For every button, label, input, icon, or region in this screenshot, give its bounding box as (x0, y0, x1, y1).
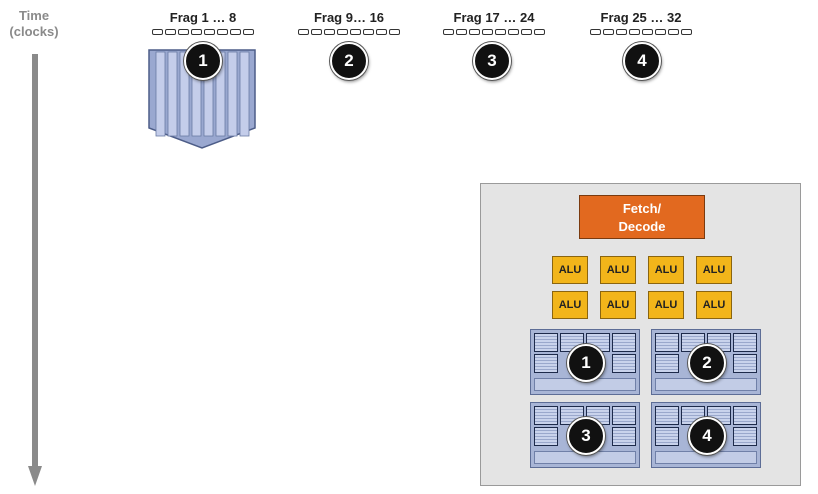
register-cell (655, 354, 679, 373)
fragment-slot (521, 29, 532, 35)
time-label-line1: Time (18, 8, 50, 23)
register-cell (733, 354, 757, 373)
frag-group-label: Frag 1 … 8 (169, 10, 237, 25)
fragment-slot (389, 29, 400, 35)
fragment-slots (290, 29, 408, 35)
fetch-decode-line2: Decode (618, 219, 666, 234)
alu-unit: ALU (696, 291, 732, 319)
core-diagram: Fetch/ Decode ALU ALU ALU ALU ALU ALU AL… (480, 183, 801, 486)
fragment-slot (642, 29, 653, 35)
context-badge-4: 4 (688, 417, 726, 455)
register-cell (612, 354, 636, 373)
register-cell (655, 427, 679, 446)
fragment-slot (655, 29, 666, 35)
frag-group-label: Frag 25 … 32 (600, 10, 682, 25)
fragment-slots (144, 29, 262, 35)
register-cell (534, 406, 558, 425)
register-cell (733, 406, 757, 425)
fragment-slot (165, 29, 176, 35)
group-badge-1: 1 (184, 42, 222, 80)
frag-group-2: Frag 9… 16 (290, 10, 408, 35)
fragment-slots (582, 29, 700, 35)
frag-group-1: Frag 1 … 8 (144, 10, 262, 35)
fragment-slot (469, 29, 480, 35)
fragment-slot (590, 29, 601, 35)
context-storage-4: 4 (651, 402, 761, 468)
fragment-slot (217, 29, 228, 35)
register-cell (612, 406, 636, 425)
fragment-slot (311, 29, 322, 35)
alu-unit: ALU (600, 256, 636, 284)
fetch-decode-line1: Fetch/ (622, 201, 662, 216)
fragment-slot (324, 29, 335, 35)
alu-unit: ALU (552, 291, 588, 319)
fragment-slot (243, 29, 254, 35)
frag-group-3: Frag 17 … 24 (435, 10, 553, 35)
fragment-slot (616, 29, 627, 35)
register-cell (612, 333, 636, 352)
time-axis-label: Time (clocks) (0, 8, 68, 40)
fragment-slot (508, 29, 519, 35)
fragment-slot (363, 29, 374, 35)
fragment-slot (603, 29, 614, 35)
fragment-slot (495, 29, 506, 35)
register-cell (534, 333, 558, 352)
fragment-slots (435, 29, 553, 35)
fragment-slot (629, 29, 640, 35)
alu-unit: ALU (648, 291, 684, 319)
fragment-slot (298, 29, 309, 35)
frag-group-label: Frag 17 … 24 (453, 10, 535, 25)
context-storage-2: 2 (651, 329, 761, 395)
group-badge-3: 3 (473, 42, 511, 80)
fragment-slot (376, 29, 387, 35)
register-cell (655, 333, 679, 352)
fragment-slot (191, 29, 202, 35)
context-badge-2: 2 (688, 344, 726, 382)
fragment-slot (456, 29, 467, 35)
fragment-slot (152, 29, 163, 35)
fragment-slot (337, 29, 348, 35)
group-badge-2: 2 (330, 42, 368, 80)
execution-block (148, 49, 256, 149)
fragment-slot (204, 29, 215, 35)
fragment-slot (443, 29, 454, 35)
frag-group-4: Frag 25 … 32 (582, 10, 700, 35)
time-axis-arrow (28, 54, 42, 486)
register-cell (534, 427, 558, 446)
fragment-slot (681, 29, 692, 35)
register-cell (612, 427, 636, 446)
time-label-line2: (clocks) (9, 24, 59, 39)
group-badge-4: 4 (623, 42, 661, 80)
register-cell (655, 406, 679, 425)
context-badge-3: 3 (567, 417, 605, 455)
fragment-slot (534, 29, 545, 35)
alu-unit: ALU (552, 256, 588, 284)
fragment-slot (482, 29, 493, 35)
register-cell (534, 354, 558, 373)
context-badge-1: 1 (567, 344, 605, 382)
context-storage-1: 1 (530, 329, 640, 395)
frag-group-label: Frag 9… 16 (313, 10, 385, 25)
register-cell (733, 333, 757, 352)
fragment-slot (350, 29, 361, 35)
context-storage-3: 3 (530, 402, 640, 468)
fragment-slot (178, 29, 189, 35)
register-cell (733, 427, 757, 446)
alu-unit: ALU (600, 291, 636, 319)
alu-unit: ALU (648, 256, 684, 284)
fragment-slot (230, 29, 241, 35)
fetch-decode-unit: Fetch/ Decode (579, 195, 705, 239)
alu-unit: ALU (696, 256, 732, 284)
fragment-slot (668, 29, 679, 35)
